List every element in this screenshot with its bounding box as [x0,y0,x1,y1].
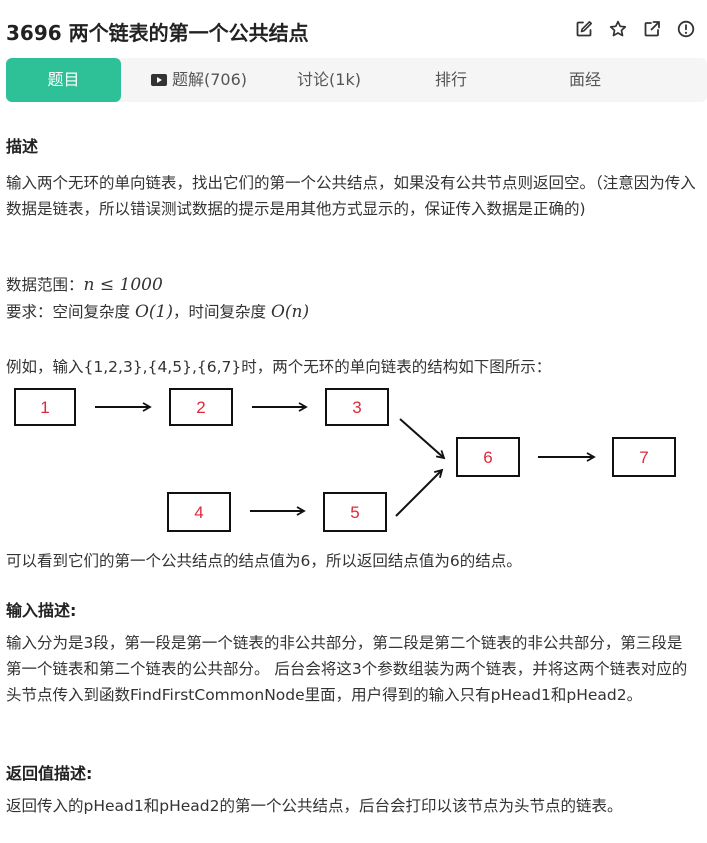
tab-discussion-label: 讨论(1k) [297,70,361,89]
example-text: 例如，输入{1,2,3},{4,5},{6,7}时，两个无环的单向链表的结构如下… [6,358,552,376]
node-6-label: 6 [483,448,492,467]
tab-interview-label: 面经 [568,70,601,89]
node-box-3 [325,388,389,426]
edit-icon[interactable] [575,20,593,38]
data-range-math: n ≤ 1000 [83,275,163,295]
description-text: 输入两个无环的单向链表，找出它们的第一个公共结点，如果没有公共节点则返回空。（注… [6,174,696,218]
tab-solutions[interactable]: 题解(706) [134,58,264,102]
description-heading: 描述 [6,137,39,156]
data-range: 数据范围：n ≤ 1000 [6,272,696,298]
node-4-label: 4 [194,503,203,522]
input-heading: 输入描述: [6,601,77,620]
star-icon[interactable] [609,20,627,38]
node-box-2 [169,388,233,426]
space-complexity: O(1) [134,302,173,322]
return-heading: 返回值描述: [6,764,93,783]
node-3-label: 3 [352,398,361,417]
tab-ranking-label: 排行 [434,70,467,89]
arrow-3-6 [399,418,446,460]
requirements-label: 要求：空间复杂度 [6,303,131,321]
return-text: 返回传入的pHead1和pHead2的第一个公共结点，后台会打印以该节点为头节点… [6,797,623,815]
linked-list-diagram: 1 2 3 4 5 6 7 [14,388,676,532]
node-2-label: 2 [196,398,205,417]
tab-problem-label: 题目 [47,70,80,89]
data-range-label: 数据范围： [6,276,84,294]
node-box-1 [14,388,76,426]
node-box-4 [167,492,231,532]
node-7-label: 7 [639,448,648,467]
header-actions [575,20,695,38]
node-box-5 [323,492,387,532]
arrow-5-6 [395,468,444,517]
open-external-icon[interactable] [643,20,661,38]
tab-solutions-label: 题解(706) [171,70,248,89]
tab-ranking[interactable]: 排行 [396,58,506,102]
node-1-label: 1 [40,398,49,417]
time-complexity: O(n) [270,302,310,322]
tab-discussion[interactable]: 讨论(1k) [274,58,384,102]
requirements: 要求：空间复杂度 O(1)，时间复杂度 O(n) [6,299,696,325]
tab-problem[interactable]: 题目 [6,58,121,102]
tab-interview[interactable]: 面经 [530,58,640,102]
requirements-mid: ，时间复杂度 [172,303,266,321]
node-5-label: 5 [350,503,359,522]
video-icon [150,74,167,86]
problem-tabs: 题目 题解(706) 讨论(1k) 排行 面经 [6,58,707,102]
problem-header: 3696 两个链表的第一个公共结点 [0,0,707,58]
example-result: 可以看到它们的第一个公共结点的结点值为6，所以返回结点值为6的结点。 [6,552,522,570]
problem-title: 3696 两个链表的第一个公共结点 [6,21,309,45]
node-box-7 [612,437,676,477]
info-icon[interactable] [677,20,695,38]
input-text: 输入分为是3段，第一段是第一个链表的非公共部分，第二段是第二个链表的非公共部分，… [6,634,688,704]
node-box-6 [456,437,520,477]
